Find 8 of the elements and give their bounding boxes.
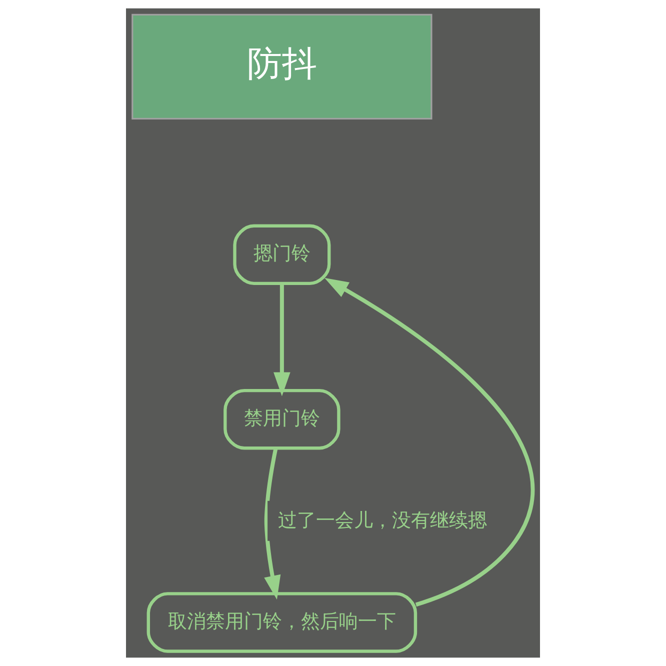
node-box: 摁门铃 — [233, 224, 331, 286]
arrow — [264, 448, 281, 600]
edge-label: 过了一会儿，没有继续摁 — [278, 508, 487, 532]
node-box: 禁用门铃 — [224, 388, 340, 450]
node-box: 防抖 — [132, 14, 432, 120]
arrow — [274, 284, 290, 396]
arrow — [324, 278, 534, 607]
node-box: 取消禁用门铃，然后响一下 — [146, 592, 418, 653]
